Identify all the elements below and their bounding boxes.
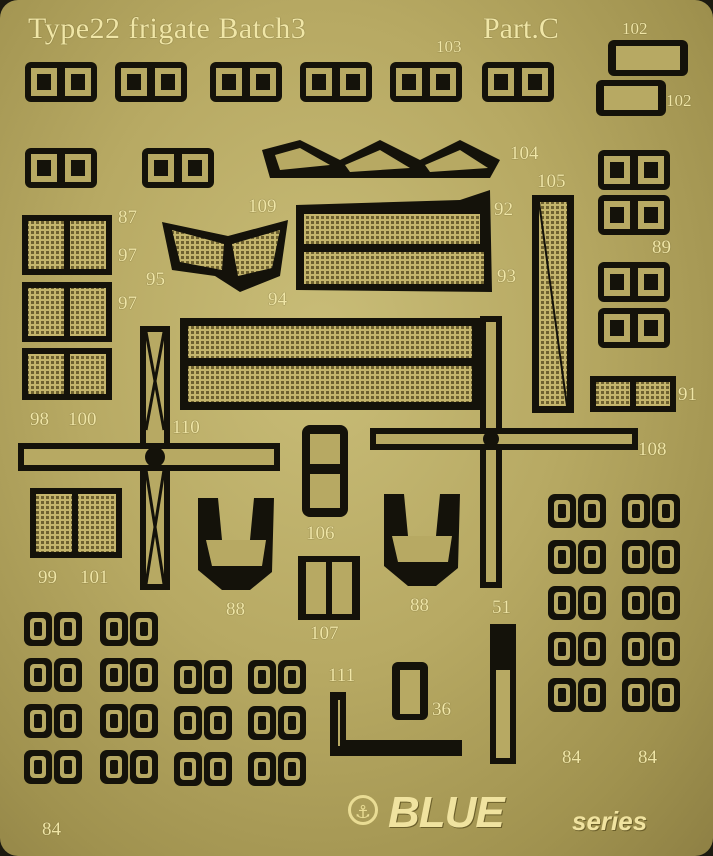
part-88 [198,494,460,590]
label-98: 98 [30,409,49,430]
label-108: 108 [638,439,667,460]
label-88-left: 88 [226,599,245,620]
part-106 [302,425,348,517]
label-84-mid: 84 [562,747,581,768]
label-109: 109 [248,196,277,217]
label-84-left: 84 [42,819,61,840]
label-87: 87 [118,207,137,228]
label-110: 110 [172,417,200,438]
label-95: 95 [146,269,165,290]
part-102 [596,40,688,116]
part-92-93 [296,190,492,292]
part-51-111-36 [330,624,516,764]
part-110-rotor [18,326,280,590]
sheet-part: Part.C [483,12,559,45]
label-93: 93 [497,266,516,287]
label-105: 105 [537,171,566,192]
label-104: 104 [510,143,539,164]
label-99: 99 [38,567,57,588]
label-103: 103 [436,37,462,56]
part-108-rotor [370,316,638,588]
label-94: 94 [268,289,287,310]
part-107 [298,556,360,620]
label-36: 36 [432,699,451,720]
part-95-109 [162,220,288,292]
label-51: 51 [492,597,511,618]
part-91 [590,376,676,412]
label-102-top: 102 [622,19,648,38]
label-91: 91 [678,384,697,405]
label-101: 101 [80,567,109,588]
clip-row-second [25,148,214,188]
label-97-top: 97 [118,245,137,266]
part-104 [262,140,500,178]
label-92: 92 [494,199,513,220]
part-94 [180,318,480,410]
label-89: 89 [652,237,671,258]
label-106: 106 [306,523,335,544]
label-107: 107 [310,623,339,644]
brand-series: series [572,806,648,836]
anchor-emblem-icon: ⚓ [348,795,378,825]
label-97-bottom: 97 [118,293,137,314]
sheet-title: Type22 frigate Batch3 [28,12,307,45]
label-84-right: 84 [638,747,657,768]
clip-row-top [25,62,554,102]
label-88-right: 88 [410,595,429,616]
label-102-right: 102 [666,91,692,110]
mesh-panels-left [22,215,122,558]
label-100: 100 [68,409,97,430]
brand-logo: BLUE [388,788,505,837]
part-105 [532,195,574,413]
label-111: 111 [328,665,356,686]
